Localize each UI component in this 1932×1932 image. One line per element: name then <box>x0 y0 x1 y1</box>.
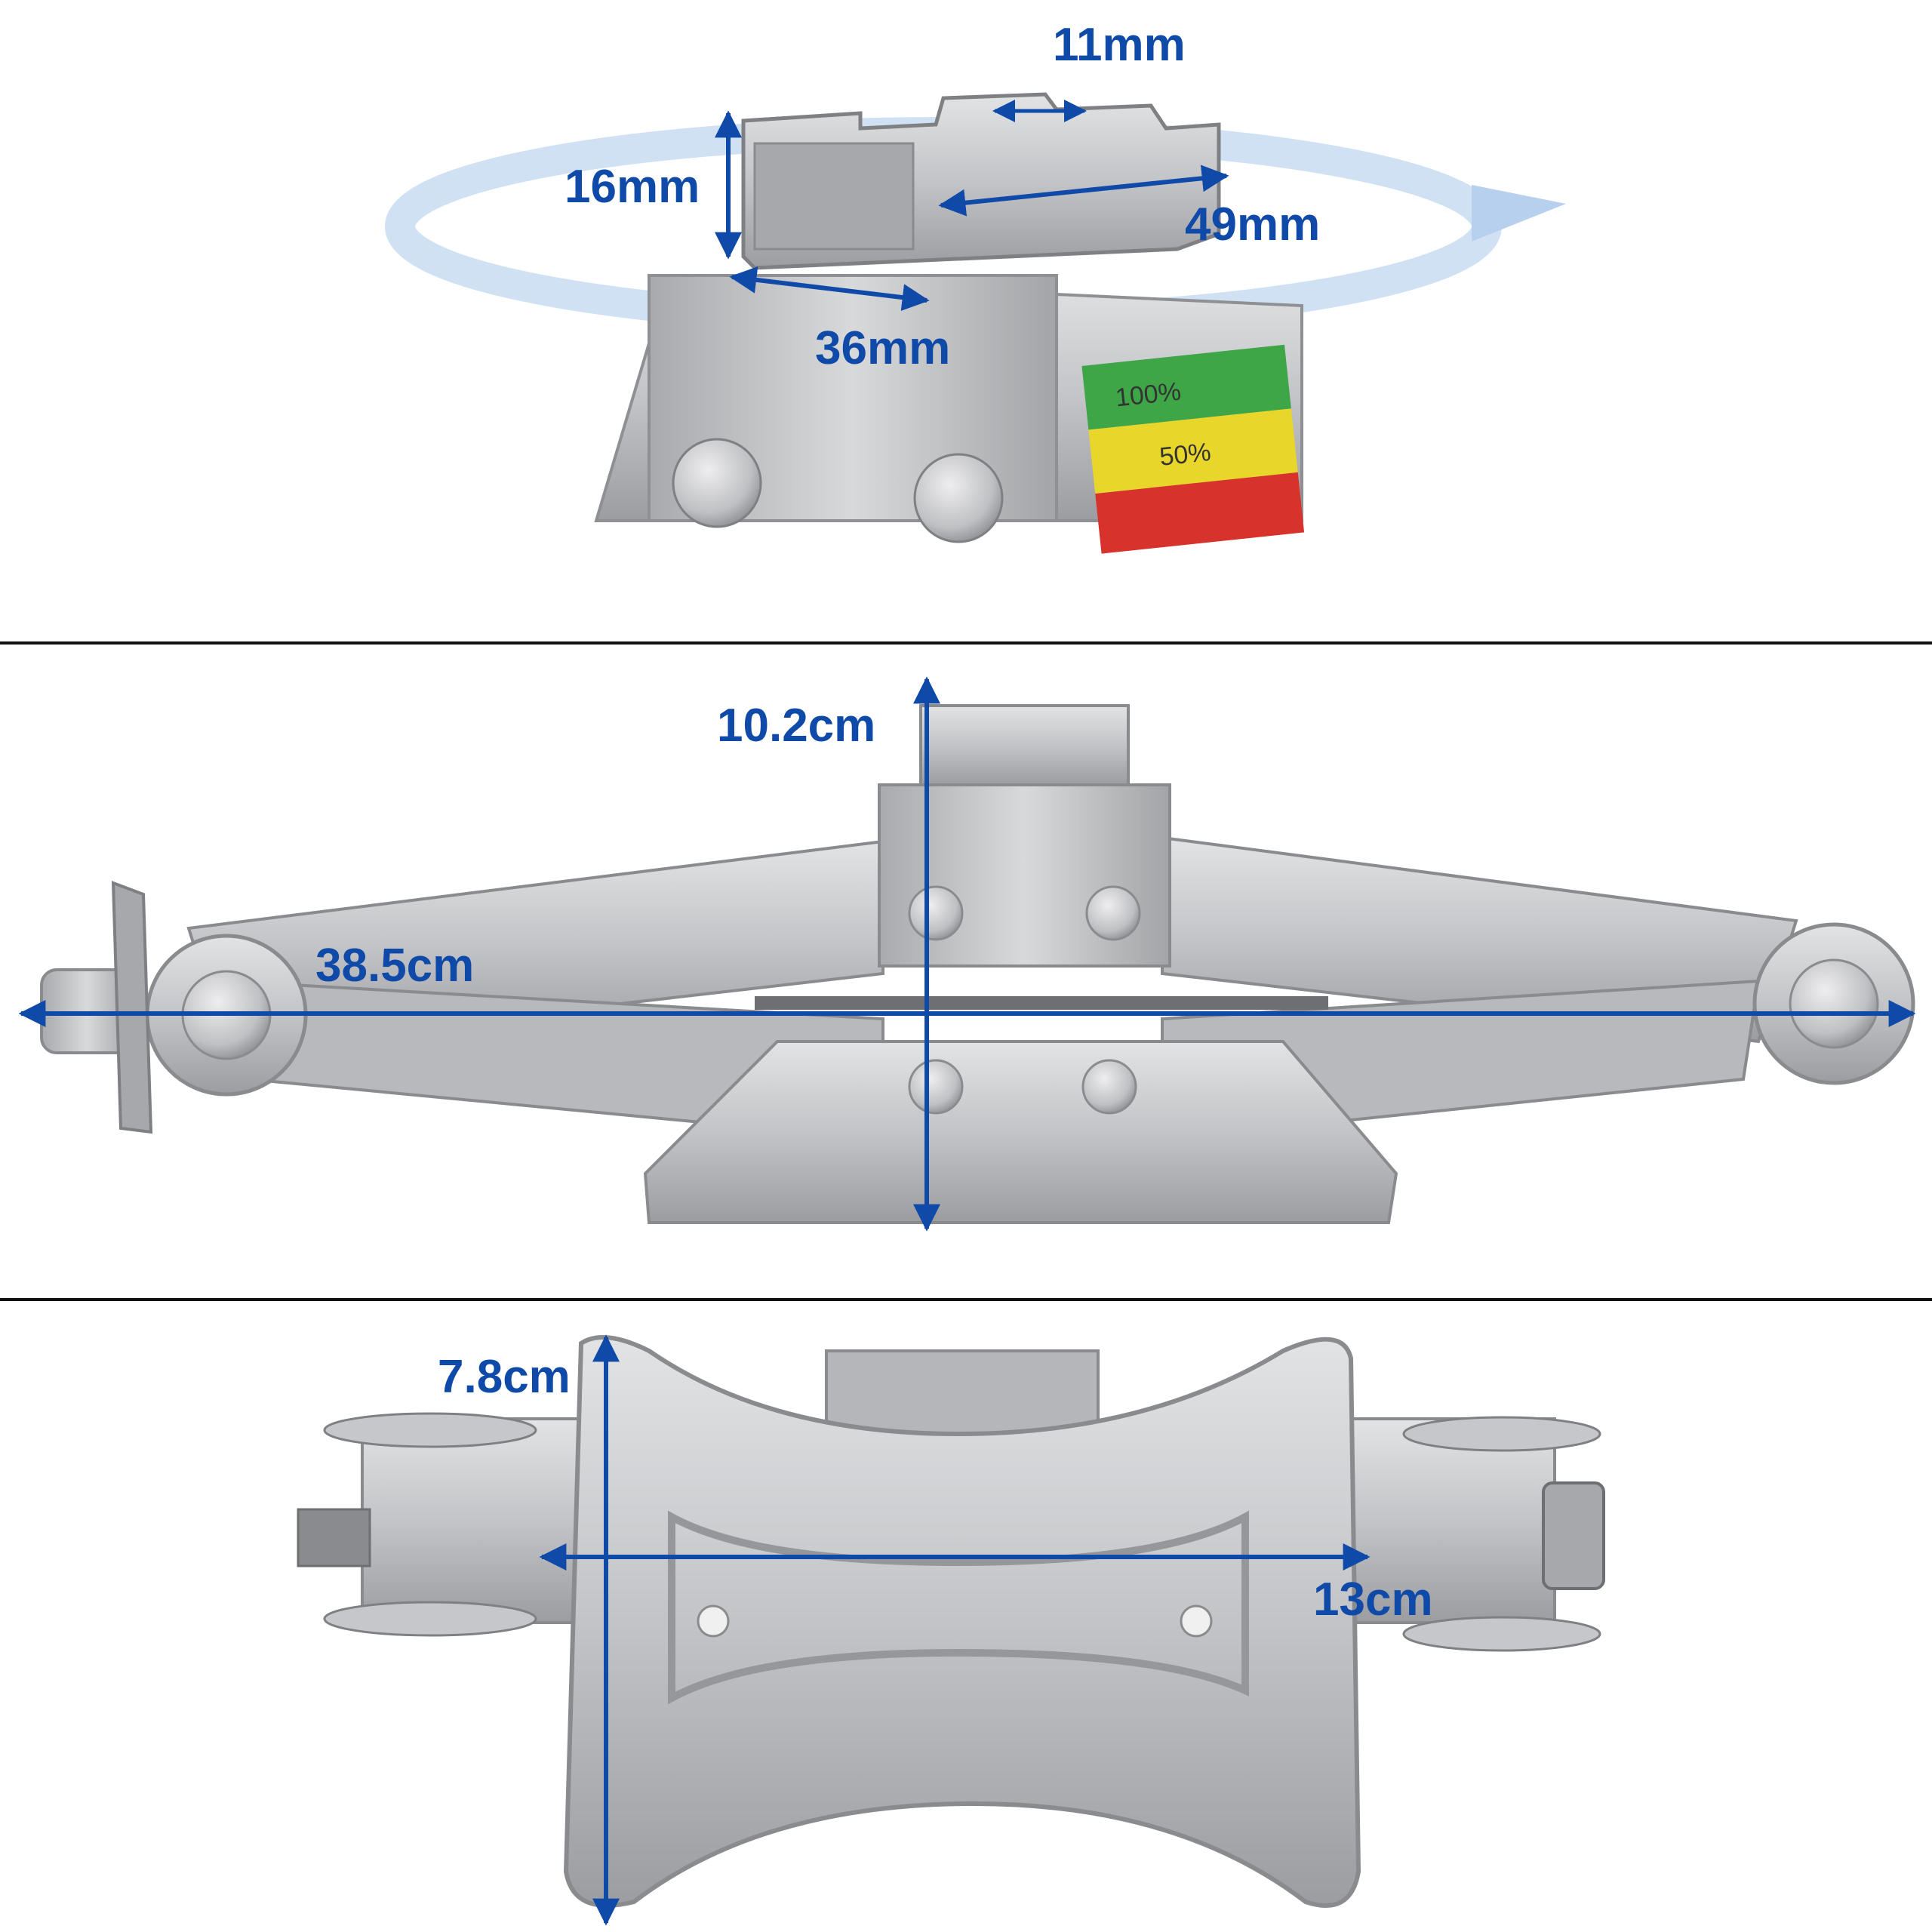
middle-panel-side-view: 10.2cm 38.5cm <box>18 676 1916 1232</box>
gauge-label-100: 100% <box>1114 377 1182 413</box>
saddle-height-label: 16mm <box>565 161 700 213</box>
base-width-label: 13cm <box>1313 1574 1433 1626</box>
top-panel-saddle-view: 100% 50% 11mm 16mm 49mm 36mm <box>385 19 1566 554</box>
middle-head-block <box>878 783 1171 968</box>
left-top-plate <box>323 1412 537 1448</box>
threaded-screw <box>755 996 1328 1010</box>
threaded-end <box>297 1508 371 1567</box>
saddle-depth-arrow <box>729 266 930 312</box>
saddle-length-label: 49mm <box>1185 198 1320 251</box>
right-pivot-bolt <box>1789 958 1879 1049</box>
bottom-panel-base-view: 7.8cm 13cm <box>297 1334 1605 1926</box>
slot-width-label: 11mm <box>1053 19 1186 71</box>
head-rivet-b <box>1085 885 1141 941</box>
right-bottom-plate <box>1402 1616 1601 1652</box>
end-nut <box>1542 1481 1605 1590</box>
middle-base <box>643 1040 1398 1224</box>
base-rivet-a <box>908 1059 964 1115</box>
base-height-label: 7.8cm <box>438 1351 571 1403</box>
base-rivet-b <box>1081 1059 1137 1115</box>
right-side-body <box>1342 1417 1556 1624</box>
gauge-green-band <box>1081 344 1291 430</box>
center-mechanism <box>825 1349 1100 1443</box>
head-rivet-a <box>908 885 964 941</box>
middle-saddle <box>919 704 1130 786</box>
left-side-body <box>361 1417 605 1624</box>
length-label: 38.5cm <box>315 940 474 992</box>
head-rivet-left <box>672 438 762 528</box>
load-gauge: 100% 50% <box>1081 344 1305 554</box>
gauge-red-band <box>1095 472 1305 554</box>
saddle-depth-label: 36mm <box>815 322 950 374</box>
head-rivet-right <box>913 453 1004 543</box>
height-label: 10.2cm <box>717 700 875 752</box>
left-bottom-plate <box>323 1601 537 1637</box>
saddle-slot <box>753 142 915 251</box>
wing-nut <box>111 881 153 1134</box>
base-pad <box>563 1335 1361 1908</box>
rotation-arrowhead <box>1472 185 1566 242</box>
gauge-label-50: 50% <box>1158 438 1213 472</box>
pad-hole-left <box>697 1604 730 1638</box>
saddle-length-arrow <box>938 165 1229 217</box>
right-top-plate <box>1402 1416 1601 1452</box>
gauge-yellow-band <box>1088 408 1298 494</box>
pad-hole-right <box>1180 1604 1213 1638</box>
